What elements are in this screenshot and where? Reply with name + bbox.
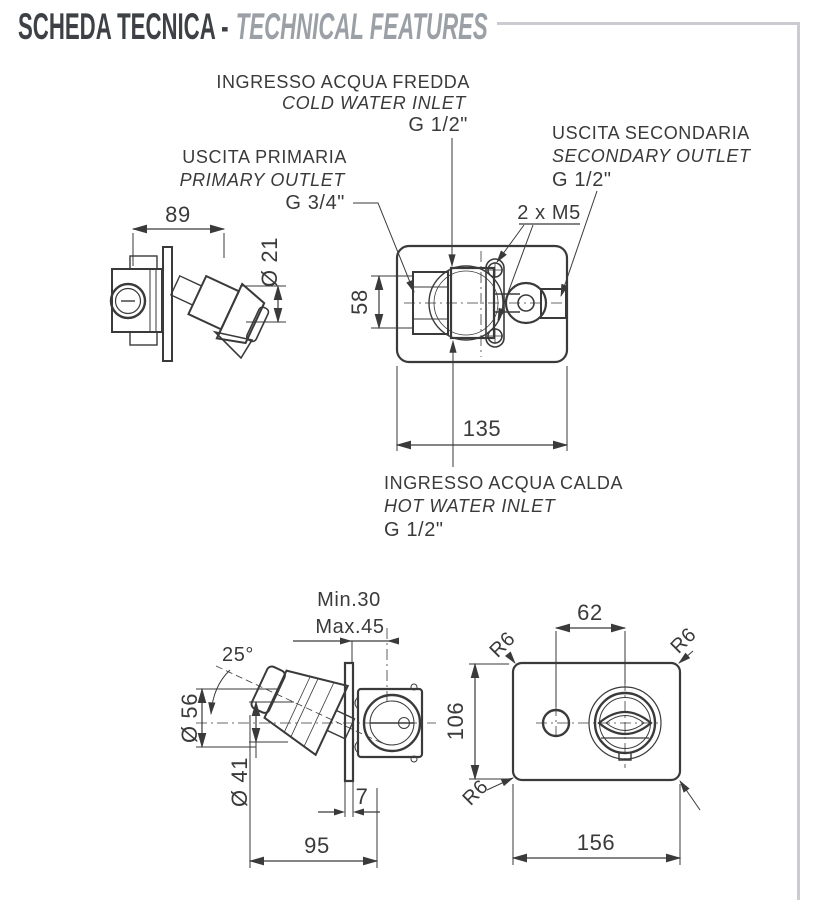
hex-nut (412, 271, 449, 335)
handle-side (169, 274, 270, 345)
wall-plate-side (162, 246, 173, 362)
dim-diameter-21: Ø 21 (257, 237, 282, 287)
svg-text:INGRESSO ACQUA CALDA: INGRESSO ACQUA CALDA (384, 473, 623, 493)
view-front-bottom: 62 R6 R6 R6 (443, 600, 701, 865)
screw-bar (485, 258, 505, 348)
dim-width-135: 135 (463, 416, 502, 441)
handle-wedge (212, 330, 254, 360)
dim-angle-25: 25° (222, 644, 254, 666)
corner-leader-br (679, 780, 701, 811)
svg-text:G 3/4": G 3/4" (285, 192, 345, 214)
dim-depth-95: 95 (304, 833, 330, 858)
handle-side-bottom (250, 665, 356, 757)
dim-diameter-41: Ø 41 (227, 757, 252, 807)
dim-width-89: 89 (165, 202, 191, 227)
view-side-bottom: Min.30 Max.45 25° Ø 56 Ø 41 (177, 589, 436, 868)
mounting-plate-front-bottom (511, 661, 682, 782)
callout-screws-2xM5: 2 x M5 (496, 202, 581, 321)
dim-height-106: 106 (443, 702, 468, 741)
dim-thickness-7: 7 (356, 784, 369, 809)
handle-knob-front (588, 680, 662, 768)
svg-text:COLD WATER INLET: COLD WATER INLET (282, 93, 467, 113)
ball-joint (504, 281, 548, 325)
dim-depth-min: Min.30 (317, 589, 381, 611)
wall-plate-side-bottom (343, 661, 355, 783)
valve-cube (449, 266, 496, 340)
dim-radius-tr: R6 (667, 624, 701, 658)
valve-body-side-bottom (354, 683, 424, 763)
svg-text:INGRESSO ACQUA FREDDA: INGRESSO ACQUA FREDDA (216, 72, 470, 92)
dim-width-156: 156 (577, 830, 616, 855)
svg-text:G 1/2": G 1/2" (552, 169, 612, 191)
svg-text:SECONDARY OUTLET: SECONDARY OUTLET (552, 146, 752, 166)
svg-text:USCITA SECONDARIA: USCITA SECONDARIA (552, 123, 750, 143)
svg-text:G 1/2": G 1/2" (408, 114, 468, 136)
svg-text:G 1/2": G 1/2" (384, 519, 444, 541)
page-title-english: TECHNICAL FEATURES (235, 6, 488, 47)
dim-height-58: 58 (347, 289, 372, 315)
dim-offset-62: 62 (577, 600, 603, 625)
svg-text:HOT WATER INLET: HOT WATER INLET (384, 496, 557, 516)
view-front-top: INGRESSO ACQUA FREDDA COLD WATER INLET G… (180, 72, 752, 541)
valve-body-side (109, 255, 163, 346)
dim-radius-tl: R6 (486, 628, 520, 662)
dim-radius-bl: R6 (459, 776, 493, 810)
callout-hot-water-inlet: INGRESSO ACQUA CALDA HOT WATER INLET G 1… (384, 339, 623, 541)
header-rule (497, 22, 799, 25)
page-right-rule (797, 22, 800, 900)
svg-text:2 x M5: 2 x M5 (517, 202, 581, 224)
screw-bottom (487, 328, 503, 344)
callout-cold-water-inlet: INGRESSO ACQUA FREDDA COLD WATER INLET G… (216, 72, 470, 268)
page-title-italian: SCHEDA TECNICA - (18, 6, 229, 47)
callout-primary-outlet: USCITA PRIMARIA PRIMARY OUTLET G 3/4" (180, 147, 415, 293)
svg-text:USCITA PRIMARIA: USCITA PRIMARIA (182, 147, 347, 167)
screw-top (487, 262, 503, 278)
dim-diameter-56: Ø 56 (177, 693, 202, 743)
page-title: SCHEDA TECNICA -TECHNICAL FEATURES (18, 6, 488, 48)
dim-depth-max: Max.45 (315, 616, 384, 638)
valve-body-front (412, 258, 567, 348)
view-side-top: 89 Ø 21 (109, 202, 286, 362)
callout-secondary-outlet: USCITA SECONDARIA SECONDARY OUTLET G 1/2… (552, 123, 752, 298)
svg-text:PRIMARY OUTLET: PRIMARY OUTLET (180, 170, 347, 190)
outlet-block (540, 288, 567, 319)
